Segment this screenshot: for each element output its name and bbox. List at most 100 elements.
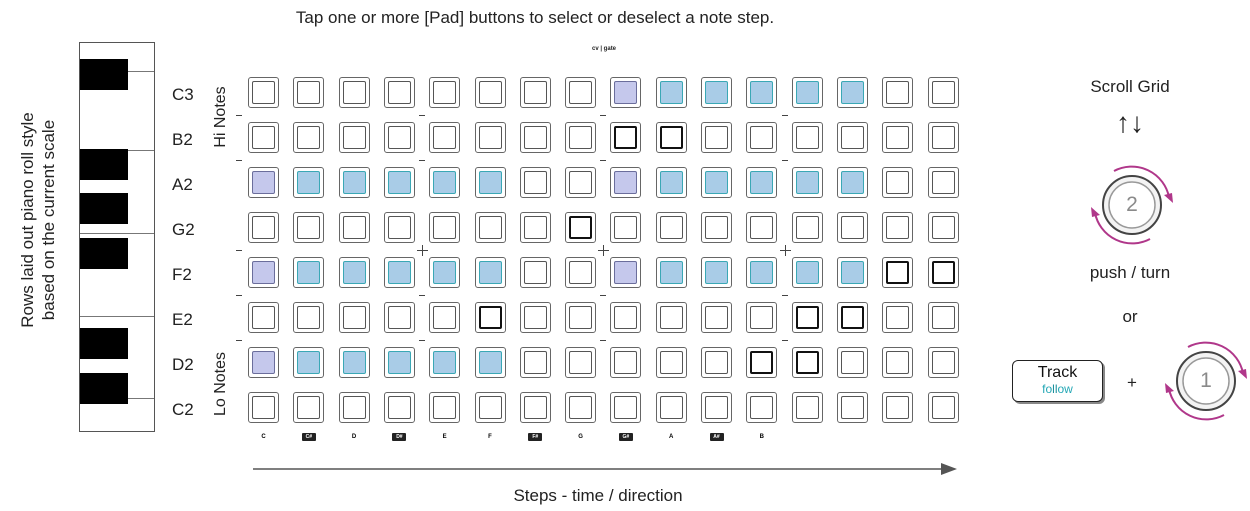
pad-button-r2-c10[interactable] <box>655 122 687 153</box>
pad-button-r2-c9[interactable] <box>610 122 642 153</box>
pad-button-r8-c15[interactable] <box>882 392 914 423</box>
pad-button-r1-c9[interactable] <box>610 77 642 108</box>
pad-button-r2-c7[interactable] <box>519 122 551 153</box>
pad-button-r3-c6[interactable] <box>474 167 506 198</box>
track-follow-button[interactable]: Track follow <box>1012 360 1103 402</box>
pad-button-r8-c6[interactable] <box>474 392 506 423</box>
pad-button-r4-c12[interactable] <box>746 212 778 243</box>
pad-button-r1-c4[interactable] <box>383 77 415 108</box>
pad-button-r3-c9[interactable] <box>610 167 642 198</box>
pad-button-r3-c3[interactable] <box>338 167 370 198</box>
pad-button-r8-c11[interactable] <box>701 392 732 423</box>
pad-button-r4-c4[interactable] <box>383 212 415 243</box>
pad-button-r2-c12[interactable] <box>746 122 778 153</box>
pad-button-r8-c4[interactable] <box>383 392 415 423</box>
pad-button-r1-c13[interactable] <box>791 77 823 108</box>
pad-button-r7-c7[interactable] <box>519 347 551 378</box>
pad-button-r5-c7[interactable] <box>519 257 551 288</box>
pad-button-r6-c4[interactable] <box>383 302 415 333</box>
pad-button-r1-c16[interactable] <box>927 77 959 108</box>
pad-button-r7-c1[interactable] <box>248 347 279 378</box>
pad-button-r8-c12[interactable] <box>746 392 778 423</box>
pad-button-r2-c5[interactable] <box>429 122 461 153</box>
pad-button-r5-c11[interactable] <box>701 257 732 288</box>
pad-button-r3-c15[interactable] <box>882 167 914 198</box>
pad-button-r2-c4[interactable] <box>383 122 415 153</box>
pad-button-r5-c1[interactable] <box>248 257 279 288</box>
pad-button-r5-c4[interactable] <box>383 257 415 288</box>
pad-button-r4-c7[interactable] <box>519 212 551 243</box>
pad-button-r5-c14[interactable] <box>836 257 868 288</box>
pad-button-r7-c11[interactable] <box>701 347 732 378</box>
pad-button-r8-c14[interactable] <box>836 392 868 423</box>
pad-button-r8-c9[interactable] <box>610 392 642 423</box>
pad-button-r1-c14[interactable] <box>836 77 868 108</box>
pad-button-r7-c5[interactable] <box>429 347 461 378</box>
pad-button-r1-c8[interactable] <box>565 77 597 108</box>
pad-button-r4-c10[interactable] <box>655 212 687 243</box>
pad-button-r1-c6[interactable] <box>474 77 506 108</box>
pad-button-r4-c8[interactable] <box>565 212 597 243</box>
pad-button-r8-c2[interactable] <box>293 392 325 423</box>
pad-button-r8-c13[interactable] <box>791 392 823 423</box>
pad-button-r6-c5[interactable] <box>429 302 461 333</box>
pad-button-r2-c2[interactable] <box>293 122 325 153</box>
pad-button-r6-c10[interactable] <box>655 302 687 333</box>
pad-button-r4-c16[interactable] <box>927 212 959 243</box>
pad-button-r2-c1[interactable] <box>248 122 279 153</box>
pad-button-r1-c11[interactable] <box>701 77 732 108</box>
pad-button-r4-c1[interactable] <box>248 212 279 243</box>
pad-button-r7-c13[interactable] <box>791 347 823 378</box>
pad-button-r3-c13[interactable] <box>791 167 823 198</box>
pad-button-r2-c14[interactable] <box>836 122 868 153</box>
pad-button-r6-c3[interactable] <box>338 302 370 333</box>
pad-button-r3-c16[interactable] <box>927 167 959 198</box>
pad-button-r6-c14[interactable] <box>836 302 868 333</box>
pad-button-r5-c15[interactable] <box>882 257 914 288</box>
pad-button-r6-c15[interactable] <box>882 302 914 333</box>
pad-button-r7-c16[interactable] <box>927 347 959 378</box>
pad-button-r6-c16[interactable] <box>927 302 959 333</box>
pad-button-r2-c3[interactable] <box>338 122 370 153</box>
pad-button-r8-c1[interactable] <box>248 392 279 423</box>
pad-button-r6-c2[interactable] <box>293 302 325 333</box>
pad-button-r5-c9[interactable] <box>610 257 642 288</box>
pad-button-r5-c13[interactable] <box>791 257 823 288</box>
pad-button-r5-c6[interactable] <box>474 257 506 288</box>
pad-button-r2-c8[interactable] <box>565 122 597 153</box>
pad-button-r6-c9[interactable] <box>610 302 642 333</box>
pad-button-r1-c10[interactable] <box>655 77 687 108</box>
pad-button-r1-c12[interactable] <box>746 77 778 108</box>
pad-button-r7-c4[interactable] <box>383 347 415 378</box>
encoder-1-knob[interactable]: 1 <box>1158 333 1250 429</box>
pad-button-r8-c8[interactable] <box>565 392 597 423</box>
pad-button-r3-c14[interactable] <box>836 167 868 198</box>
pad-button-r4-c13[interactable] <box>791 212 823 243</box>
pad-button-r5-c2[interactable] <box>293 257 325 288</box>
pad-button-r7-c12[interactable] <box>746 347 778 378</box>
pad-button-r1-c2[interactable] <box>293 77 325 108</box>
pad-button-r5-c10[interactable] <box>655 257 687 288</box>
pad-button-r3-c4[interactable] <box>383 167 415 198</box>
pad-button-r1-c1[interactable] <box>248 77 279 108</box>
pad-button-r7-c10[interactable] <box>655 347 687 378</box>
pad-button-r6-c13[interactable] <box>791 302 823 333</box>
pad-button-r3-c8[interactable] <box>565 167 597 198</box>
pad-button-r5-c16[interactable] <box>927 257 959 288</box>
pad-button-r8-c5[interactable] <box>429 392 461 423</box>
pad-button-r6-c12[interactable] <box>746 302 778 333</box>
pad-button-r2-c16[interactable] <box>927 122 959 153</box>
pad-button-r7-c6[interactable] <box>474 347 506 378</box>
pad-button-r3-c2[interactable] <box>293 167 325 198</box>
pad-button-r7-c14[interactable] <box>836 347 868 378</box>
encoder-2-knob[interactable]: 2 <box>1084 157 1180 253</box>
pad-button-r7-c2[interactable] <box>293 347 325 378</box>
pad-button-r2-c11[interactable] <box>701 122 732 153</box>
pad-button-r3-c5[interactable] <box>429 167 461 198</box>
pad-button-r6-c1[interactable] <box>248 302 279 333</box>
pad-button-r5-c3[interactable] <box>338 257 370 288</box>
pad-button-r4-c6[interactable] <box>474 212 506 243</box>
pad-button-r3-c1[interactable] <box>248 167 279 198</box>
pad-button-r5-c5[interactable] <box>429 257 461 288</box>
pad-button-r3-c12[interactable] <box>746 167 778 198</box>
